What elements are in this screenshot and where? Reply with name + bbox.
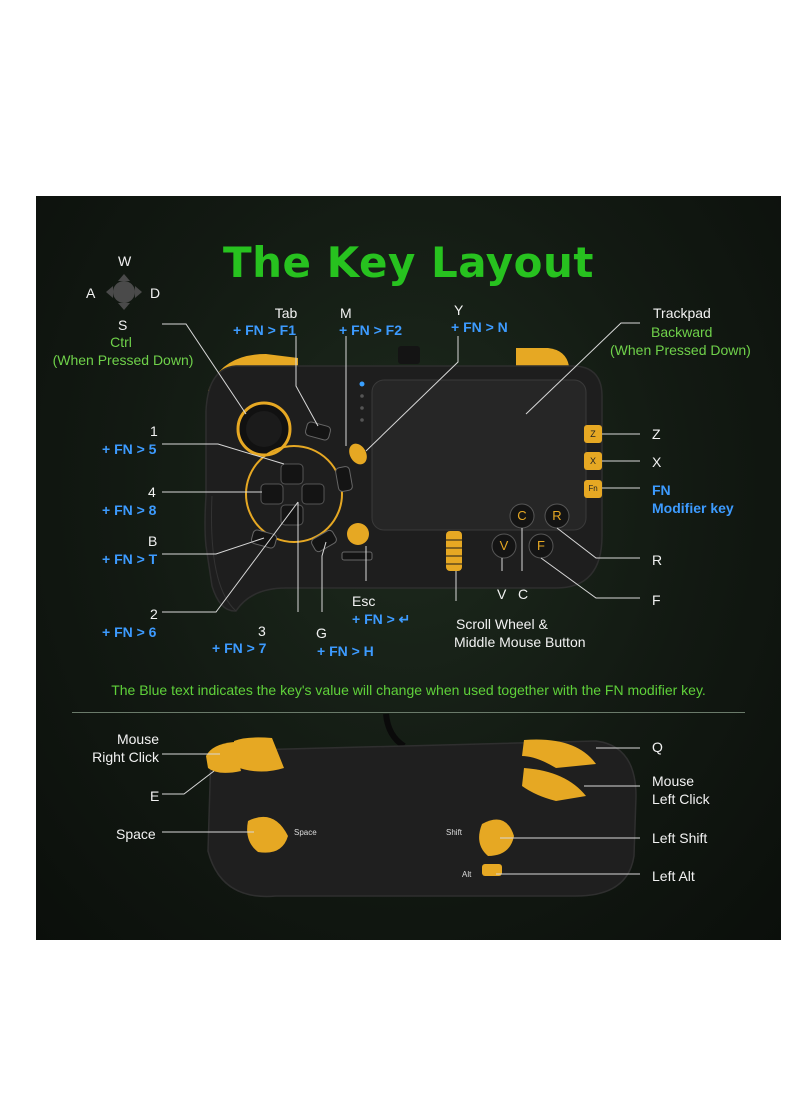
label-4-fn: + FN > 8: [102, 502, 157, 518]
button-v[interactable]: V: [499, 538, 509, 553]
print-shift: Shift: [446, 828, 463, 837]
fn-note: The Blue text indicates the key's value …: [111, 682, 706, 698]
label-trackpad-sub: Backward: [651, 324, 713, 340]
label-3: 3: [258, 623, 266, 639]
label-g: G: [316, 625, 327, 641]
key-layout-panel: The Key Layout W A D S Ctrl (When Presse…: [36, 196, 781, 940]
label-z: Z: [652, 426, 661, 442]
label-s-sub: Ctrl: [110, 334, 132, 350]
label-esc-fn: + FN > ↵: [352, 611, 411, 627]
label-y-fn: + FN > N: [451, 319, 508, 335]
label-q: Q: [652, 739, 663, 755]
print-alt: Alt: [462, 870, 472, 879]
label-c: C: [518, 586, 529, 602]
controller-illustration: [106, 274, 640, 898]
label-3-fn: + FN > 7: [212, 640, 267, 656]
dpad-ring: [245, 445, 343, 543]
button-r[interactable]: R: [552, 508, 562, 523]
label-f: F: [652, 592, 661, 608]
label-g-fn: + FN > H: [317, 643, 374, 659]
label-4: 4: [148, 484, 156, 500]
label-1-fn: + FN > 5: [102, 441, 157, 457]
label-2-fn: + FN > 6: [102, 624, 157, 640]
label-r: R: [652, 552, 663, 568]
label-b: B: [148, 533, 158, 549]
label-space: Space: [116, 826, 156, 842]
label-x: X: [652, 454, 662, 470]
divider: [72, 712, 745, 713]
button-fn[interactable]: Fn: [588, 484, 598, 493]
scroll-wheel: [446, 531, 462, 571]
label-trackpad: Trackpad: [653, 305, 711, 321]
button-x[interactable]: X: [589, 456, 596, 466]
page-title: The Key Layout: [223, 238, 594, 287]
label-mouse-left-2: Left Click: [652, 791, 710, 807]
label-e: E: [150, 788, 160, 804]
label-tab-fn: + FN > F1: [233, 322, 297, 338]
label-esc: Esc: [352, 593, 376, 609]
label-mouse-right-2: Right Click: [92, 749, 159, 765]
right-bumper-top: [516, 348, 569, 368]
button-c[interactable]: C: [517, 508, 527, 523]
label-v: V: [497, 586, 507, 602]
label-mouse-right-1: Mouse: [116, 731, 159, 747]
label-m: M: [340, 305, 352, 321]
label-s: S: [118, 317, 128, 333]
label-scroll-1: Scroll Wheel &: [456, 616, 548, 632]
button-f[interactable]: F: [537, 538, 545, 553]
print-space: Space: [294, 828, 317, 837]
label-s-sub2: (When Pressed Down): [52, 352, 194, 368]
hint-w: W: [118, 253, 132, 269]
label-m-fn: + FN > F2: [339, 322, 403, 338]
label-fn: FN: [652, 482, 671, 498]
label-left-shift: Left Shift: [652, 830, 708, 846]
hint-d: D: [150, 285, 161, 301]
label-mouse-left-1: Mouse: [652, 773, 695, 789]
label-scroll-2: Middle Mouse Button: [454, 634, 586, 650]
cable-connector: [398, 346, 420, 364]
label-tab: Tab: [274, 305, 298, 321]
hint-a: A: [86, 285, 96, 301]
label-2: 2: [150, 606, 158, 622]
button-z[interactable]: Z: [590, 429, 596, 439]
label-1: 1: [150, 423, 158, 439]
label-trackpad-sub2: (When Pressed Down): [610, 342, 751, 358]
label-left-alt: Left Alt: [652, 868, 695, 884]
label-y: Y: [454, 302, 464, 318]
label-fn-modifier: Modifier key: [652, 500, 734, 516]
label-b-fn: + FN > T: [102, 551, 158, 567]
